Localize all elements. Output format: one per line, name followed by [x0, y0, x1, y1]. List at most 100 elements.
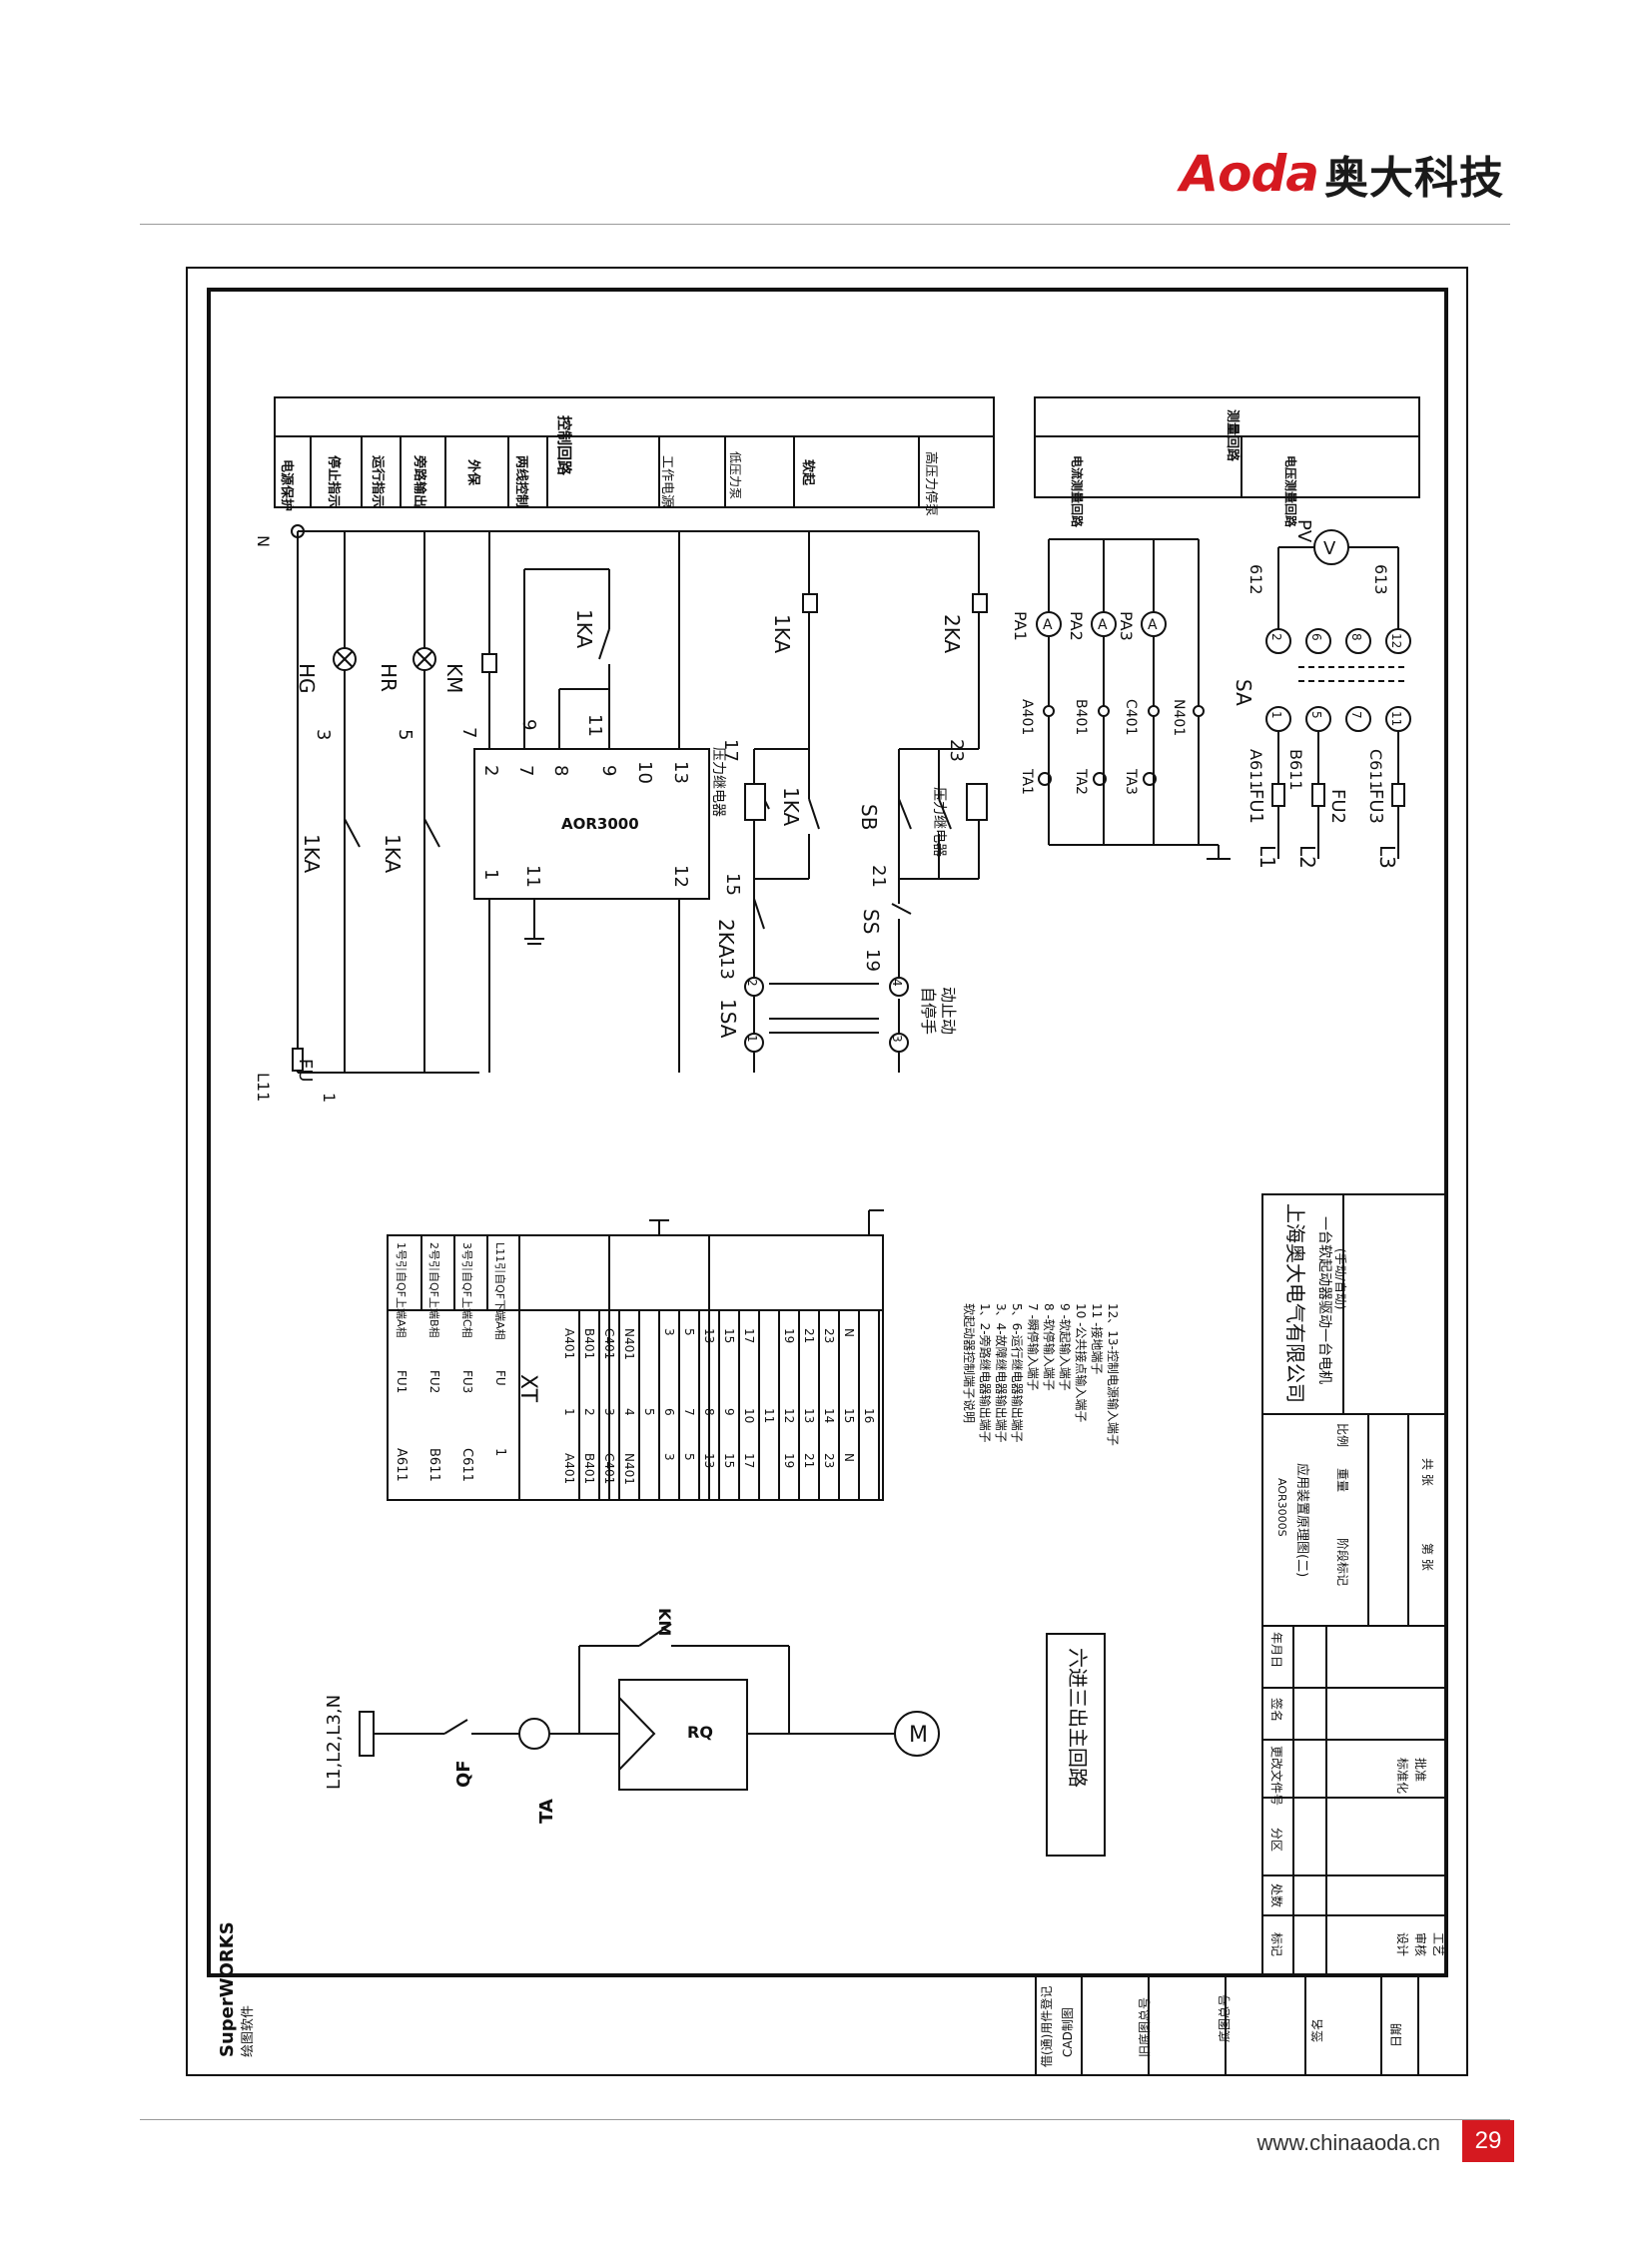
- label-2KA-a: 2KA: [714, 919, 738, 958]
- software-label: SuperWORKS: [217, 1921, 238, 2057]
- control-section-7: 低压力泵: [728, 451, 742, 499]
- sa-num-12: 12: [1389, 633, 1403, 648]
- label-PA1: PA1: [1011, 611, 1030, 641]
- footer-website[interactable]: www.chinaaoda.cn: [1256, 2130, 1440, 2155]
- label-N401: N401: [1171, 699, 1187, 736]
- terminal-cell: 21: [802, 1328, 816, 1343]
- label-613: 613: [1371, 564, 1390, 595]
- terminal-note-line: 8 -软停输入端子: [1042, 1303, 1057, 1391]
- terminal-note-line: 3、4-故障继电器输出端子: [994, 1303, 1009, 1443]
- tb-stage-mark: 阶段标记: [1335, 1538, 1350, 1586]
- sa-num-6: 6: [1309, 633, 1323, 641]
- label-HR: HR: [377, 663, 401, 692]
- terminal-block: 1号引自QF上端A相 2号引自QF上端B相 3号引自QF上端C相 L11引自QF…: [387, 1209, 884, 1501]
- tb-model: AOR3000S: [1275, 1478, 1288, 1537]
- controller-pin-2: 2: [480, 765, 501, 776]
- label-FU1: FU1: [1245, 789, 1266, 824]
- controller-pin-7: 7: [515, 765, 536, 776]
- fuse-id-1: FU2: [427, 1370, 441, 1393]
- sign-review: 审核: [1413, 1932, 1428, 1956]
- control-circuit-title: 控制回路: [555, 415, 573, 476]
- terminal-cell: 9: [722, 1408, 736, 1416]
- terminal-note-line: 1、2-旁路继电器输出端子: [978, 1303, 993, 1443]
- label-B401: B401: [1073, 699, 1089, 735]
- control-wiring: N L11 FU 1 HG 3 1KA HR 5 1KA KM 7: [254, 524, 988, 1103]
- terminal-cell: B401: [582, 1328, 596, 1359]
- terminal-cell: 5: [682, 1328, 696, 1336]
- label-wire-3: 3: [313, 729, 334, 740]
- controller-pin-10: 10: [634, 761, 655, 784]
- label-A401: A401: [1019, 699, 1035, 735]
- rev-col-3: 更改文件号: [1269, 1746, 1284, 1806]
- sign-design: 设计: [1395, 1932, 1409, 1956]
- aor3000-controller: [473, 748, 710, 900]
- brand-name: Aoda: [1180, 145, 1319, 203]
- tb-drawing-subtitle: (手动/自动): [1333, 1248, 1347, 1309]
- tb-scale: 比例: [1335, 1423, 1349, 1447]
- control-circuit-header: 控制回路 电源保护 停止指示 运行指示 旁路输出 外保 两线控制 工作电源 低压…: [274, 396, 995, 516]
- terminal-cell: A401: [562, 1453, 576, 1484]
- label-pressure-relay-b: 压力继电器: [931, 787, 947, 857]
- terminal-cell: 16: [862, 1408, 876, 1423]
- controller-pin-1: 1: [480, 869, 501, 880]
- label-wire-11: 11: [584, 714, 605, 737]
- terminal-note-line: 9 -软起输入端子: [1058, 1303, 1073, 1391]
- label-wire-19: 19: [862, 949, 883, 972]
- terminal-cell: 23: [822, 1453, 836, 1468]
- terminal-cell: 10: [742, 1408, 756, 1423]
- rev-col-5: 年月日: [1269, 1632, 1283, 1668]
- terminal-cell: 23: [822, 1328, 836, 1343]
- terminal-cell: 17: [742, 1328, 756, 1343]
- label-1KA-b: 1KA: [381, 834, 405, 873]
- sa-pin-1: 1: [745, 1035, 759, 1043]
- strip-item-5: 日期: [1389, 2023, 1403, 2047]
- sa-pin-4: 4: [890, 979, 904, 987]
- label-1KA-a: 1KA: [300, 834, 324, 873]
- control-section-2: 运行指示: [370, 455, 386, 507]
- label-SA: SA: [1232, 679, 1255, 706]
- terminal-cell: N401: [622, 1328, 636, 1360]
- tb-company: 上海奥大电气有限公司: [1283, 1203, 1307, 1403]
- terminal-cell: 8: [702, 1408, 716, 1416]
- terminal-cell: 3: [662, 1328, 676, 1336]
- main-TA: TA: [536, 1799, 557, 1824]
- main-KM: KM: [655, 1608, 674, 1636]
- terminal-cell: N: [842, 1328, 856, 1337]
- left-binding-strip: SuperWORKS 绘图软件 借(通)用件登记 CAD制图 旧底图总号 底图总…: [217, 1921, 1419, 2075]
- label-FU: FU: [295, 1059, 316, 1083]
- svg-text:A: A: [1098, 617, 1108, 633]
- controller-pin-12: 12: [670, 865, 691, 888]
- control-section-3: 旁路输出: [412, 454, 427, 507]
- terminal-cell: 4: [622, 1408, 636, 1416]
- page-number: 29: [1462, 2120, 1514, 2162]
- rev-col-1: 处数: [1269, 1883, 1284, 1907]
- terminal-cell: 14: [822, 1408, 836, 1423]
- control-section-6: 工作电源: [659, 455, 674, 507]
- terminal-cell: 12: [782, 1408, 796, 1423]
- label-L1: L1: [1255, 845, 1279, 869]
- terminal-cell: 5: [682, 1453, 696, 1461]
- terminal-note-line: 软起动器控制端子说明: [962, 1303, 977, 1423]
- label-1SA: 1SA: [716, 999, 740, 1039]
- measure-section-0: 电流测量回路: [1070, 455, 1085, 528]
- main-circuit: L1,L2,L3,N QF TA RQ KM M 六进三出主回路: [324, 1608, 1106, 1857]
- sa-num-1: 1: [1269, 711, 1283, 719]
- sa-pin-2: 2: [745, 979, 759, 987]
- svg-text:A: A: [1043, 617, 1053, 633]
- main-supply: L1,L2,L3,N: [324, 1695, 345, 1790]
- terminal-cell: 11: [762, 1408, 776, 1423]
- label-2KA-coil: 2KA: [940, 614, 964, 653]
- fuse-wire-1: B611: [426, 1448, 441, 1482]
- terminal-cell: A401: [562, 1328, 576, 1359]
- rev-col-4: 签名: [1269, 1698, 1284, 1722]
- fuse-wire-0: A611: [394, 1448, 409, 1482]
- terminal-cell: C401: [602, 1453, 616, 1484]
- label-612: 612: [1246, 564, 1265, 595]
- control-section-5: 两线控制: [513, 455, 529, 507]
- measure-circuit-header: 测量回路 电流测量回路 电压测量回路: [1034, 396, 1420, 528]
- terminal-cell: 5: [642, 1408, 656, 1416]
- control-section-9: 高压力停泵: [923, 451, 939, 516]
- terminal-cell: 19: [782, 1453, 796, 1468]
- strip-item-3: 底图总号: [1217, 1994, 1232, 2042]
- sa-pin-3: 3: [890, 1035, 904, 1043]
